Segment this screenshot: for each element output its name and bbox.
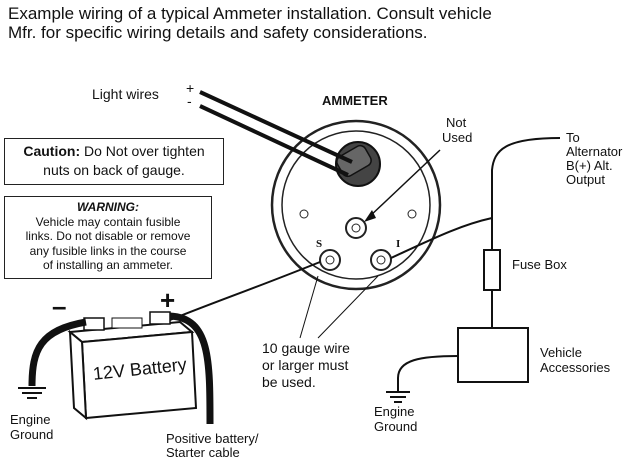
warning-line-3: any fusible links in the course [29,243,187,258]
engine-ground-right-2: Ground [374,419,418,434]
center-stud-inner [351,223,361,233]
fuse-box [483,249,501,291]
battery-cap-1 [111,317,143,329]
engine-ground-right-1: Engine [374,404,415,419]
terminal-i-label: I [396,238,401,250]
wire-positive-starter-cable [169,312,214,425]
warning-title: WARNING: [77,200,139,214]
not-used-arrowhead [364,210,376,222]
battery-side [68,329,88,421]
gauge-wire-note-3: be used. [262,374,316,390]
vehicle-accessories-label-1: Vehicle [540,345,582,360]
wire-accessories-to-ground [397,355,459,392]
engine-ground-left-2: Ground [10,427,54,442]
not-used-arrow-line [367,149,441,219]
battery-minus-sign: – [52,291,67,321]
gauge-pointer-1 [299,275,319,339]
battery-terminal-neg [83,317,105,331]
s-terminal-inner [325,255,335,265]
header-line-1: Example wiring of a typical Ammeter inst… [8,4,492,23]
light-wires-plus: + [186,80,195,96]
ammeter-inner-ring [281,130,431,280]
light-wires-label: Light wires [92,86,159,102]
mount-hole-left [299,209,309,219]
fuse-box-label: Fuse Box [512,257,567,272]
gauge-wire-note-1: 10 gauge wire [262,340,350,356]
caution-line-1: Do Not over tighten [80,143,205,159]
i-terminal-inner [376,255,386,265]
warning-line-2: links. Do not disable or remove [25,229,191,243]
to-alternator-4: Output [566,172,606,187]
caution-box: Caution: Do Not over tighten nuts on bac… [4,138,224,185]
light-wires-minus: - [187,93,192,109]
engine-ground-left-1: Engine [10,412,51,427]
wire-battery-to-s [169,261,321,321]
battery-plus-sign: + [160,285,176,315]
mount-hole-right [407,209,417,219]
light-socket-cap [336,144,372,178]
light-wire-plus [199,90,353,164]
warning-line-4: of installing an ammeter. [42,258,174,272]
to-alternator-1: To [566,130,580,145]
wire-battery-neg-to-ground [28,318,87,387]
not-used-label-1: Not [446,115,467,130]
positive-cable-label-2: Starter cable [166,445,240,460]
ammeter-label: AMMETER [322,93,388,108]
terminal-s-label: S [316,238,323,250]
not-used-label-2: Used [442,130,473,145]
warning-line-1: Vehicle may contain fusible [35,214,181,229]
header-line-2: Mfr. for specific wiring details and saf… [8,23,428,42]
warning-box: WARNING: Vehicle may contain fusible lin… [4,196,212,279]
gauge-wire-note-2: or larger must [262,357,349,373]
caution-line-2: nuts on back of gauge. [43,162,185,178]
caution-title: Caution: [23,143,81,159]
vehicle-accessories-label-2: Accessories [540,360,611,375]
to-alternator-3: B(+) Alt. [566,158,613,173]
light-wire-minus [199,104,349,177]
to-alternator-2: Alternator [566,144,623,159]
vehicle-accessories-box [457,327,529,383]
gauge-pointer-2 [317,275,379,339]
battery [67,311,198,421]
positive-cable-label-1: Positive battery/ [166,431,259,446]
